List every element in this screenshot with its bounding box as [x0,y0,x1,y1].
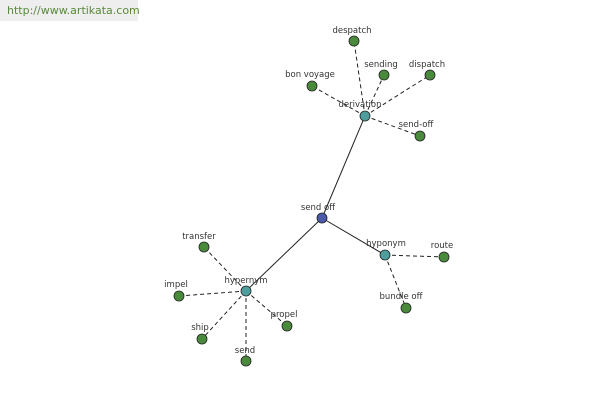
edge-derivation-bonvoyage [311,85,366,117]
node-label-send[interactable]: send [235,346,255,356]
edge-hypernym-transfer [203,246,247,292]
node-label-derivation[interactable]: derivation [338,100,381,110]
edge-hypernym-propel [245,290,288,327]
node-label-despatch[interactable]: despatch [332,26,371,36]
edge-hyponym-bundleoff [384,254,407,309]
node-dispatch[interactable] [424,69,436,81]
edge-sendoff-hyponym [321,217,386,256]
node-label-bonvoyage[interactable]: bon voyage [285,70,335,80]
node-hyponym[interactable] [379,249,391,261]
node-impel[interactable] [173,290,185,302]
node-propel[interactable] [281,320,293,332]
node-sendoff2[interactable] [414,130,426,142]
edge-derivation-sendoff2 [364,115,421,137]
edge-sendoff-derivation [321,115,366,219]
node-label-sendoff[interactable]: send off [301,203,336,213]
node-label-hyponym[interactable]: hyponym [366,239,406,249]
node-derivation[interactable] [359,110,371,122]
edge-derivation-sending [364,74,385,117]
nodes: send off derivation hyponym hypernym despatc… [164,26,453,367]
node-label-hypernym[interactable]: hypernym [224,276,267,286]
node-label-sendoff2[interactable]: send-off [399,120,435,130]
edge-hyponym-route [384,254,445,258]
node-route[interactable] [438,251,450,263]
node-label-bundleoff[interactable]: bundle off [380,292,424,302]
node-bundleoff[interactable] [400,302,412,314]
node-send[interactable] [240,355,252,367]
site-url[interactable]: http://www.artikata.com [7,4,140,17]
node-ship[interactable] [196,333,208,345]
node-transfer[interactable] [198,241,210,253]
node-label-transfer[interactable]: transfer [182,232,216,242]
node-label-propel[interactable]: propel [271,310,298,320]
node-despatch[interactable] [348,35,360,47]
node-label-ship[interactable]: ship [191,323,209,333]
edges [178,40,445,361]
url-bar: http://www.artikata.com [0,0,140,21]
edge-derivation-despatch [353,40,366,117]
edge-hypernym-impel [178,290,247,297]
node-label-dispatch[interactable]: dispatch [409,60,445,70]
node-label-sending[interactable]: sending [364,60,398,70]
node-sending[interactable] [378,69,390,81]
node-label-route[interactable]: route [431,241,453,251]
node-bonvoyage[interactable] [306,80,318,92]
node-label-impel[interactable]: impel [164,280,188,290]
node-hypernym[interactable] [240,285,252,297]
edge-derivation-dispatch [364,74,431,117]
edge-sendoff-hypernym [245,217,323,292]
node-sendoff[interactable] [316,212,328,224]
edge-hypernym-ship [201,290,247,340]
